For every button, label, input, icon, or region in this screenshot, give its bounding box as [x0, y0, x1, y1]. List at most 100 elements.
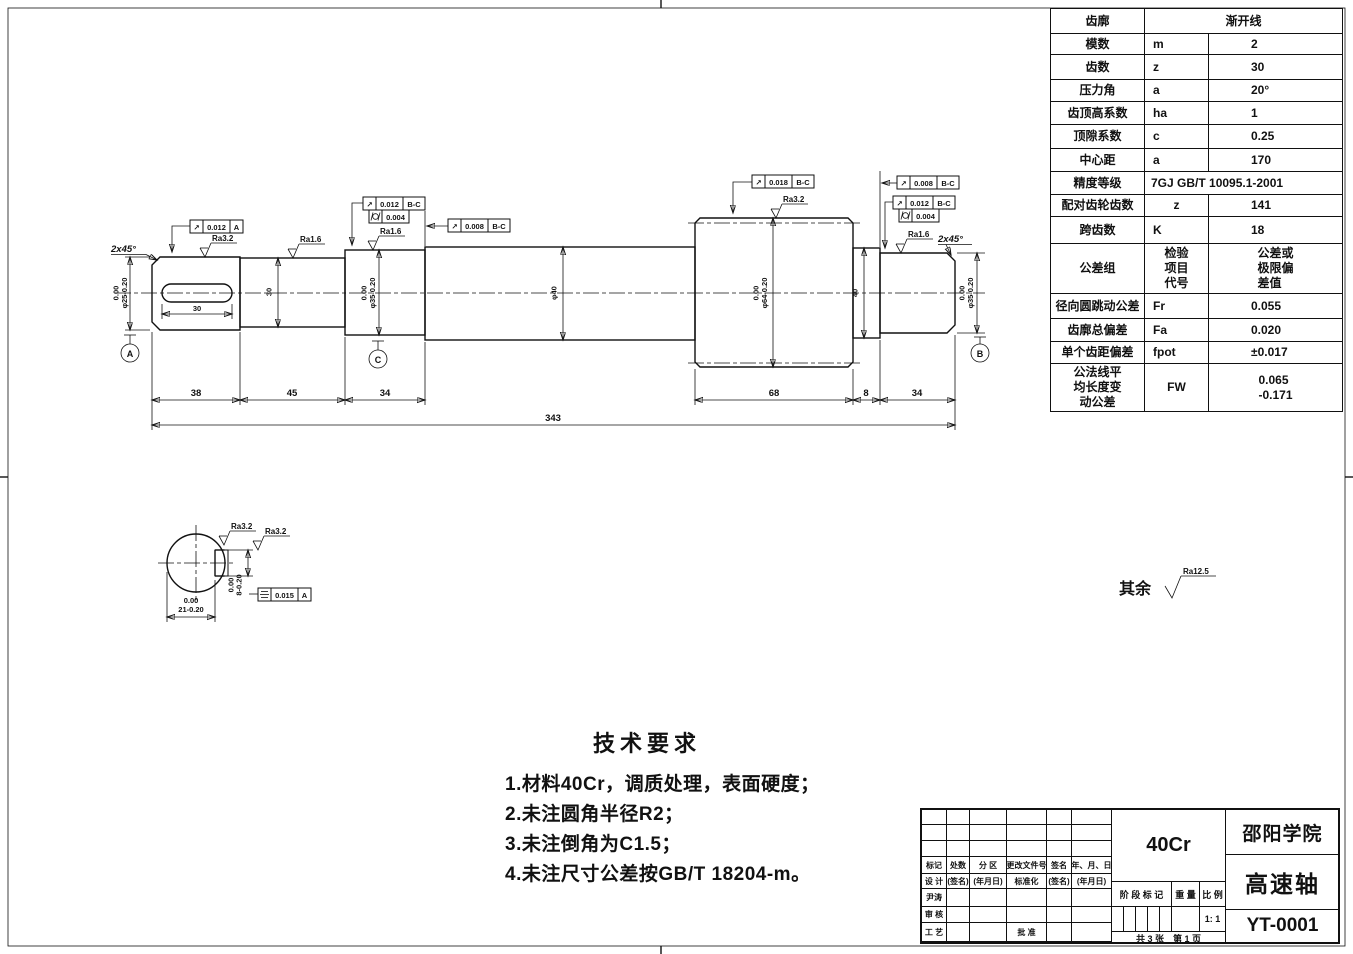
- dim-s3-tol: 0.00: [360, 286, 369, 301]
- rev-header: 分 区: [970, 857, 1007, 874]
- row-value: 1: [1208, 102, 1342, 124]
- shaft-section-3: [344, 249, 426, 336]
- fcf-runout-mid: ↗ 0.008 B-C: [424, 211, 511, 246]
- svg-text:B: B: [977, 349, 984, 359]
- gear-parameter-table: 齿廓 渐开线 模数 m 2 齿数 z 30 压力角 a 20° 齿顶高系数 ha…: [1050, 8, 1343, 412]
- keyway-slot: [161, 283, 233, 303]
- svg-text:2x45°: 2x45°: [937, 234, 963, 245]
- svg-text:A: A: [302, 591, 308, 600]
- svg-text:Ra1.6: Ra1.6: [380, 227, 402, 236]
- dim-jr-tol: 0.00: [958, 286, 967, 301]
- svg-text:0.004: 0.004: [916, 212, 936, 221]
- dim-keyway-depth: 21-0.20: [178, 605, 203, 614]
- svg-text:0.018: 0.018: [769, 178, 788, 187]
- dim-s1-dia: φ25-0.20: [120, 278, 129, 309]
- shaft-front-view: 38 45 34 68 8 34 343 30 0.00 φ25-0.20 30…: [110, 171, 990, 430]
- svg-text:0.012: 0.012: [380, 200, 399, 209]
- chamfer-label-left: 2x45°: [110, 244, 157, 260]
- row-value: 30: [1208, 55, 1342, 79]
- roughness-section-a: Ra3.2: [218, 522, 256, 546]
- svg-text:Ra3.2: Ra3.2: [212, 234, 234, 243]
- roughness-gear: Ra3.2: [770, 195, 808, 219]
- dim-length-45: 45: [287, 388, 298, 399]
- row-value: 2: [1208, 34, 1342, 54]
- dim-jr-dia: φ35-0.20: [966, 278, 975, 309]
- row-label: 中心距: [1079, 152, 1116, 167]
- svg-text:B-C: B-C: [937, 199, 951, 208]
- svg-text:Ra3.2: Ra3.2: [231, 522, 253, 531]
- roughness-section-b: Ra3.2: [252, 527, 290, 551]
- roughness-journal: Ra1.6: [895, 230, 933, 254]
- svg-text:2x45°: 2x45°: [110, 244, 136, 255]
- dim-length-8: 8: [863, 388, 868, 399]
- rest-roughness-value: Ra12.5: [1183, 567, 1209, 576]
- table-row: 公法线平 均长度变 动公差 FW 0.065 -0.171: [1051, 363, 1342, 411]
- row-label: 配对齿轮齿数: [1061, 198, 1134, 212]
- roughness-s3: Ra1.6: [367, 227, 405, 251]
- dim-keyway-width: 8-0.20: [235, 574, 244, 595]
- revision-grid: 标记 处数 分 区 更改文件号 签名 年、月、日 设 计 (签名) (年月日) …: [922, 810, 1112, 942]
- table-row: 齿廓 渐开线: [1051, 9, 1342, 33]
- svg-text:Ra1.6: Ra1.6: [908, 230, 930, 239]
- row-label: 齿廓: [1085, 13, 1110, 28]
- runout-icon: ↗: [755, 178, 761, 187]
- cylindricity-icon: [900, 211, 911, 220]
- svg-text:0.008: 0.008: [465, 222, 484, 231]
- svg-text:B-C: B-C: [492, 222, 506, 231]
- rev-header: 更改文件号: [1007, 857, 1047, 874]
- table-row: 公差组 检验 项目 代号 公差或 极限偏 差值: [1051, 243, 1342, 293]
- runout-icon: ↗: [900, 179, 906, 188]
- svg-text:Ra3.2: Ra3.2: [783, 195, 805, 204]
- dim-keyway-length: 30: [193, 304, 201, 313]
- row-value: 0.020: [1208, 319, 1342, 341]
- row-label: 公法线平 均长度变 动公差: [1073, 365, 1122, 409]
- fcf-runout-journal: ↗ 0.012 B-C 0.004: [885, 195, 956, 248]
- rev-header: 处数: [947, 857, 970, 874]
- row-symbol: a: [1144, 80, 1208, 101]
- fcf-runout-gear: ↗ 0.018 B-C: [733, 174, 815, 213]
- row-label: 精度等级: [1073, 175, 1122, 190]
- title-block: 标记 处数 分 区 更改文件号 签名 年、月、日 设 计 (签名) (年月日) …: [920, 808, 1340, 944]
- dim-s3-dia: φ35-0.20: [368, 278, 377, 309]
- runout-icon: ↗: [193, 223, 199, 232]
- row-label: 跨齿数: [1079, 222, 1116, 237]
- dim-length-38: 38: [191, 388, 202, 399]
- stage-mark-label: 阶 段 标 记: [1112, 882, 1172, 906]
- chamfer-label-right: 2x45°: [937, 234, 972, 255]
- runout-icon: ↗: [451, 222, 457, 231]
- dim-gear-tol: 0.00: [752, 286, 761, 301]
- dim-keyway-depth-tol: 0.00: [184, 596, 199, 605]
- fcf-runout-s3: ↗ 0.012 B-C 0.004: [352, 196, 426, 245]
- cylindricity-icon: [370, 212, 381, 221]
- dim-length-34b: 34: [912, 388, 923, 399]
- table-row: 单个齿距偏差 fpot ±0.017: [1051, 341, 1342, 363]
- dim-s2-dia: 30: [265, 288, 274, 296]
- title-block-middle: 40Cr 阶 段 标 记 重 量 比 例 1: 1 共 3 张 第 1 页: [1112, 810, 1225, 944]
- svg-text:A: A: [127, 349, 134, 359]
- fcf-symmetry-keyway: 0.015 A: [249, 587, 312, 602]
- row-value: 7GJ GB/T 10095.1-2001: [1144, 172, 1342, 194]
- row-symbol: Fa: [1144, 319, 1208, 341]
- row-label: 顶隙系数: [1073, 129, 1122, 143]
- dim-step-dia: 40: [851, 289, 860, 297]
- table-row: 配对齿轮齿数 z 141: [1051, 194, 1342, 216]
- svg-text:A: A: [234, 223, 240, 232]
- roughness-s1: Ra3.2: [199, 234, 237, 258]
- svg-text:Ra1.6: Ra1.6: [300, 235, 322, 244]
- row-value: 0.25: [1208, 125, 1342, 148]
- svg-text:B-C: B-C: [941, 179, 955, 188]
- default-roughness-note: 其余 Ra12.5: [1119, 567, 1216, 599]
- dim-keyway-width-tol: 0.00: [227, 578, 236, 593]
- design-label: 设 计: [922, 874, 947, 889]
- fcf-runout-s1: ↗ 0.012 A: [172, 219, 244, 252]
- tech-requirements: 技术要求 1.材料40Cr，调质处理，表面硬度； 2.未注圆角半径R2； 3.未…: [505, 726, 965, 890]
- row-symbol: ha: [1144, 102, 1208, 124]
- svg-text:0.015: 0.015: [275, 591, 294, 600]
- row-value: 公差或 极限偏 差值: [1208, 244, 1342, 293]
- svg-text:0.008: 0.008: [914, 179, 933, 188]
- table-row: 压力角 a 20°: [1051, 79, 1342, 101]
- row-label: 齿顶高系数: [1067, 105, 1128, 120]
- row-value: 渐开线: [1144, 9, 1342, 33]
- row-symbol: FW: [1144, 364, 1208, 411]
